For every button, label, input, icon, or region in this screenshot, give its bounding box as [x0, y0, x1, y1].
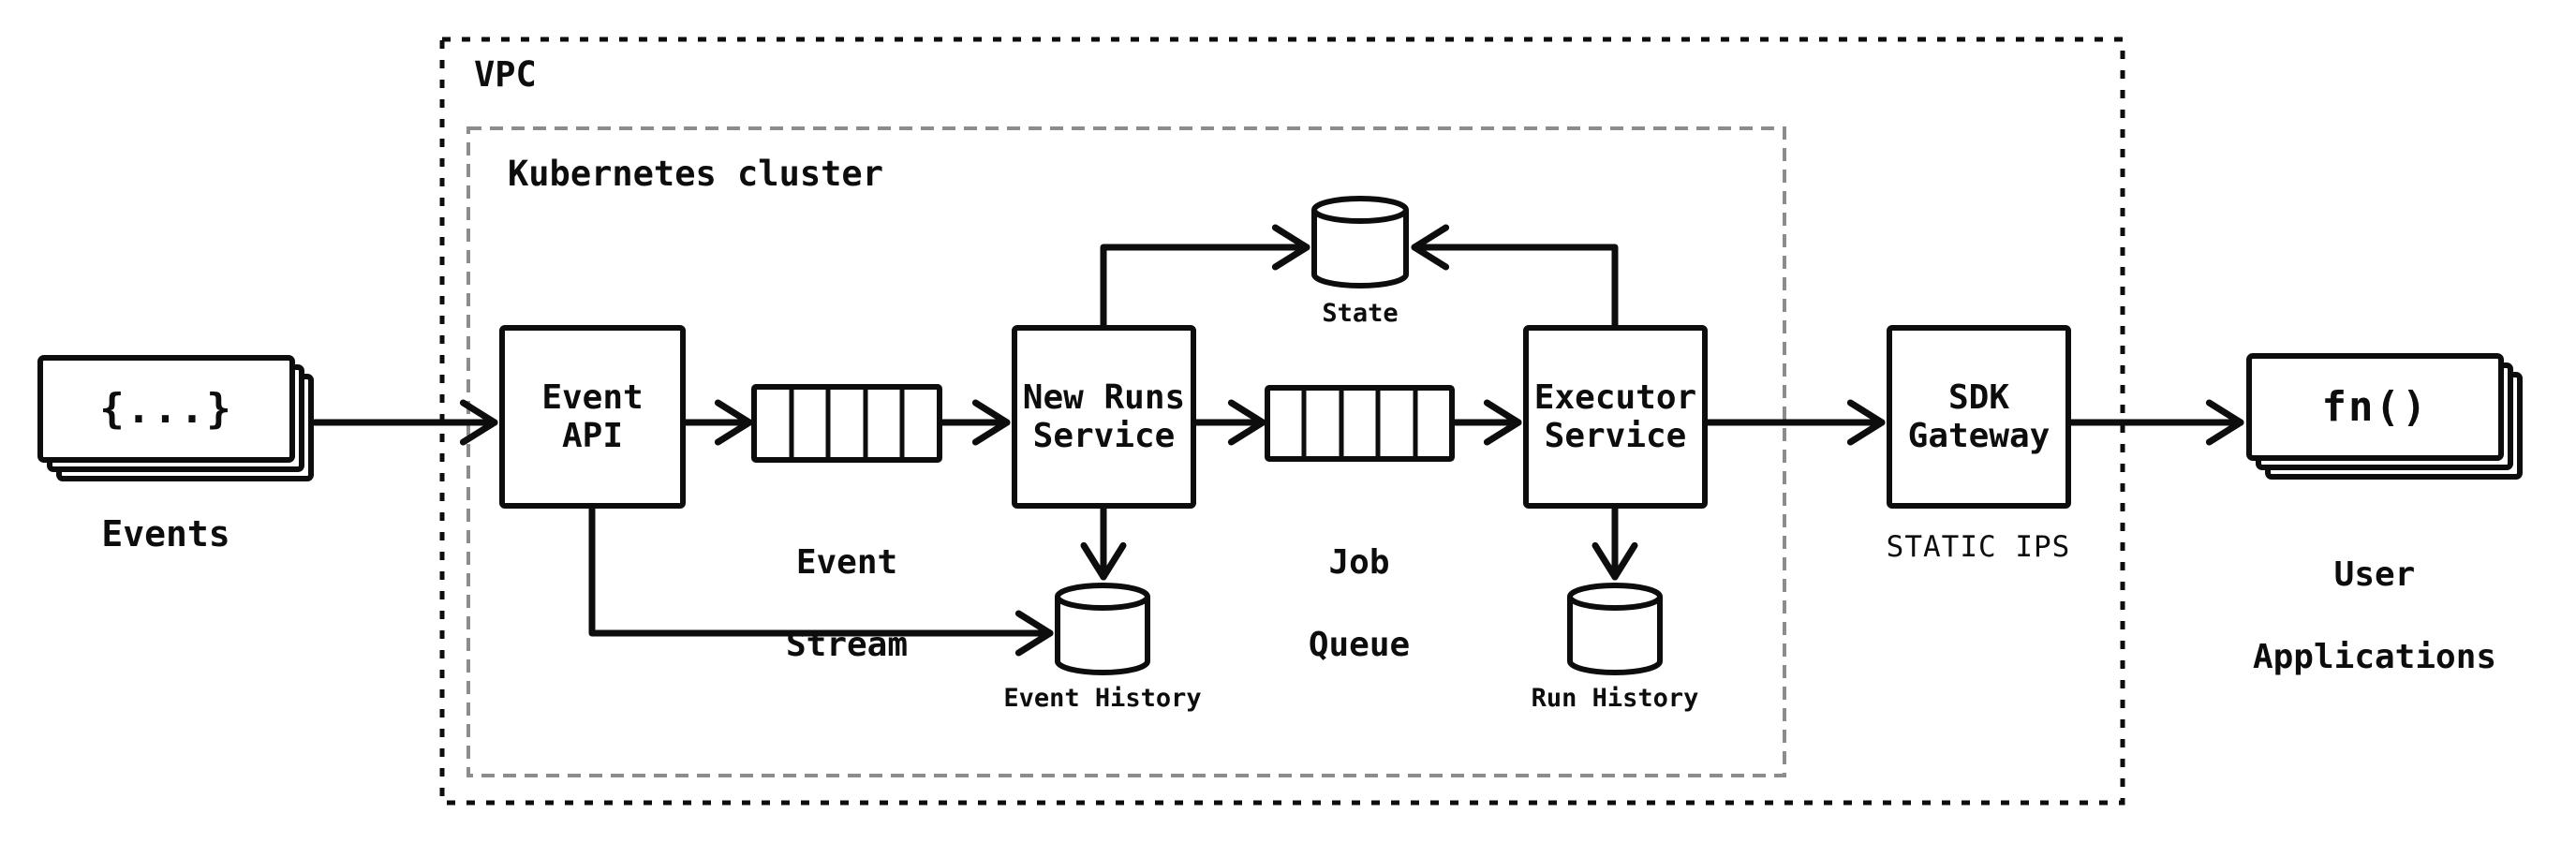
- edge-executor-to-state-arrow: [1411, 224, 1619, 329]
- events-label: Events: [101, 513, 230, 555]
- sdk-gateway-box: SDK Gateway: [1887, 325, 2071, 509]
- new-runs-label-line1: New Runs: [1022, 378, 1186, 417]
- edge-new-runs-to-state-arrow: [1100, 224, 1310, 329]
- user-applications-code: fn(): [2321, 383, 2429, 431]
- edge-event-api-to-event-history-arrow: [588, 505, 1054, 657]
- sdk-gateway-sublabel: STATIC IPS: [1886, 530, 2071, 564]
- user-applications-label-line1: User: [2333, 555, 2416, 594]
- job-queue-icon: [1265, 385, 1455, 462]
- new-runs-label-line2: Service: [1032, 417, 1176, 455]
- kubernetes-cluster-label: Kubernetes cluster: [508, 154, 883, 194]
- job-queue-label-line2: Queue: [1308, 626, 1411, 664]
- user-applications-label-line2: Applications: [2252, 638, 2497, 676]
- executor-label-line2: Service: [1544, 417, 1687, 455]
- event-stream-label-line1: Event: [795, 543, 898, 582]
- run-history-database-icon: [1567, 583, 1663, 675]
- event-stream-queue-icon: [751, 384, 942, 463]
- executor-label-line1: Executor: [1533, 378, 1697, 417]
- state-database-icon: [1311, 196, 1409, 288]
- event-history-database-icon: [1055, 583, 1150, 675]
- event-api-label-line2: API: [561, 417, 624, 455]
- state-label: State: [1322, 299, 1399, 328]
- event-stream-label: Event Stream: [659, 501, 1034, 707]
- sdk-gateway-label-line1: SDK: [1947, 378, 2010, 417]
- user-applications-label: User Applications: [2187, 513, 2562, 719]
- kubernetes-cluster-boundary: [466, 126, 1786, 777]
- job-queue-label-line1: Job: [1328, 543, 1390, 582]
- event-stream-label-line2: Stream: [785, 626, 909, 664]
- run-history-label: Run History: [1531, 684, 1699, 713]
- event-api-label-line1: Event: [541, 378, 644, 417]
- executor-service-box: Executor Service: [1523, 325, 1708, 509]
- events-code: {...}: [99, 385, 233, 433]
- new-runs-service-box: New Runs Service: [1012, 325, 1196, 509]
- event-history-label: Event History: [1003, 684, 1202, 713]
- event-api-box: Event API: [499, 325, 686, 509]
- events-sheet-front: {...}: [37, 355, 295, 463]
- vpc-label: VPC: [474, 54, 537, 95]
- sdk-gateway-label-line2: Gateway: [1907, 417, 2050, 455]
- job-queue-label: Job Queue: [1172, 501, 1547, 707]
- user-applications-sheet-front: fn(): [2246, 353, 2504, 461]
